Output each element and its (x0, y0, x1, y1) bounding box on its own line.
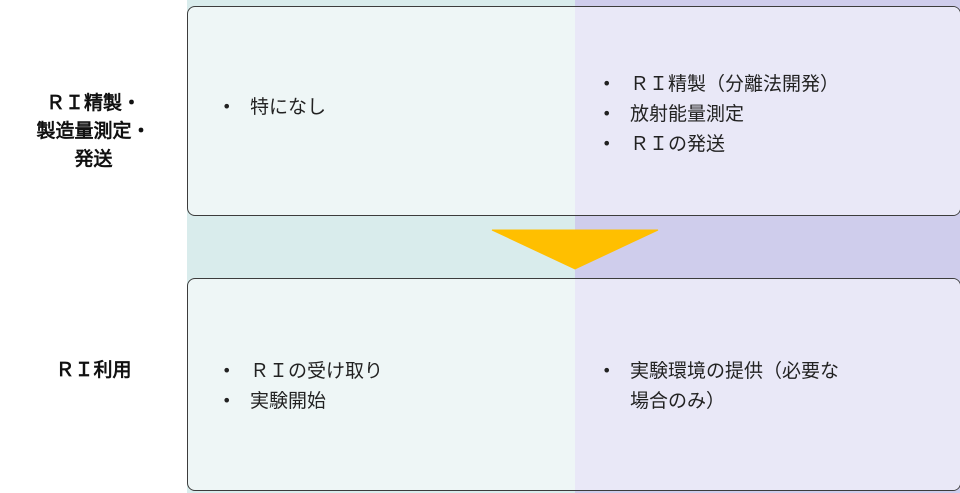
row-label-line: ＲＩ利用 (55, 359, 132, 381)
list-item-text: 実験環境の提供（必要な (630, 360, 840, 382)
left-bullet-list: • 特になし (216, 92, 326, 122)
bullet-icon: • (602, 74, 612, 93)
bullet-icon: • (602, 134, 612, 153)
down-arrow-icon (491, 229, 659, 270)
list-item-text: 放射能量測定 (630, 103, 745, 125)
row-label-line: ＲＩ精製・ (45, 92, 141, 114)
process-card-ri-use: • ＲＩの受け取り • 実験開始 • 実験環境の提供（必要な •場合のみ） (187, 278, 960, 491)
left-bullet-list: • ＲＩの受け取り • 実験開始 (216, 356, 383, 416)
list-item: •場合のみ） (596, 386, 839, 416)
right-bullet-list: • ＲＩ精製（分離法開発） • 放射能量測定 • ＲＩの発送 (596, 69, 839, 159)
list-item-text: ＲＩの受け取り (250, 360, 384, 382)
list-item-text: 特になし (250, 96, 327, 118)
right-bullet-list: • 実験環境の提供（必要な •場合のみ） (596, 356, 839, 416)
card-right-half (575, 279, 960, 490)
row-label-ri-use: ＲＩ利用 (0, 356, 187, 384)
bullet-icon: • (602, 361, 612, 380)
list-item: • ＲＩの受け取り (216, 356, 383, 386)
row-label-line: 発送 (74, 148, 113, 170)
list-item: • ＲＩ精製（分離法開発） (596, 69, 839, 99)
bullet-icon: • (222, 97, 232, 116)
list-item-text: 実験開始 (250, 390, 327, 412)
list-item-text: ＲＩの発送 (630, 133, 726, 155)
row-label-ri-purification: ＲＩ精製・ 製造量測定・ 発送 (0, 89, 187, 173)
list-item-text: 場合のみ） (630, 390, 726, 412)
list-item: • 特になし (216, 92, 326, 122)
bullet-icon: • (602, 104, 612, 123)
row-label-line: 製造量測定・ (36, 120, 151, 142)
bullet-icon: • (222, 391, 232, 410)
list-item: • 放射能量測定 (596, 99, 839, 129)
list-item-text: ＲＩ精製（分離法開発） (630, 73, 840, 95)
process-card-ri-purification: • 特になし • ＲＩ精製（分離法開発） • 放射能量測定 • ＲＩの発送 (187, 6, 960, 216)
list-item: • ＲＩの発送 (596, 129, 839, 159)
list-item: • 実験開始 (216, 386, 383, 416)
list-item: • 実験環境の提供（必要な (596, 356, 839, 386)
card-right-half (575, 7, 960, 215)
bullet-icon: • (222, 361, 232, 380)
